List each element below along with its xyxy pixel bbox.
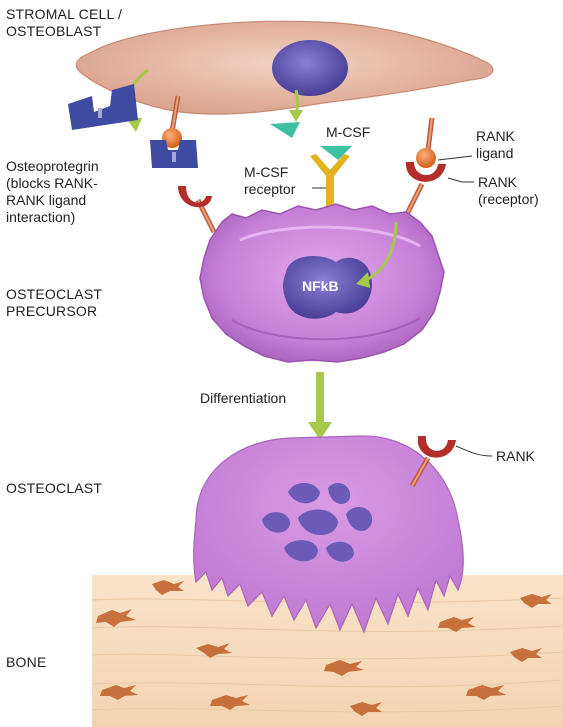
label-nfkb: NFkB: [302, 278, 339, 294]
label-mcsf-receptor: M-CSF receptor: [244, 164, 295, 198]
differentiation-arrow: [308, 372, 332, 440]
stromal-cell: [76, 21, 493, 114]
stromal-nucleus: [272, 40, 348, 96]
label-rank-receptor: RANK (receptor): [478, 174, 539, 208]
label-osteoprotegrin: Osteoprotegrin (blocks RANK- RANK ligand…: [6, 158, 99, 226]
label-stromal-cell: STROMAL CELL / OSTEOBLAST: [6, 6, 122, 40]
label-bone: BONE: [6, 654, 46, 671]
label-rank: RANK: [496, 448, 535, 465]
rank-receptor-left: [178, 186, 214, 232]
mcsf-release-arrowhead: [289, 110, 303, 122]
label-osteoclast-precursor: OSTEOCLAST PRECURSOR: [6, 286, 102, 320]
osteoprotegrin-free: [68, 84, 138, 130]
rank-receptor-right: [404, 162, 446, 220]
label-differentiation: Differentiation: [200, 390, 286, 407]
mcsf-molecule-free: [270, 122, 300, 138]
rank-ligand-right: [416, 118, 436, 168]
label-rank-ligand: RANK ligand: [476, 128, 515, 162]
mcsf-receptor: [310, 154, 350, 210]
label-osteoclast: OSTEOCLAST: [6, 480, 102, 497]
label-mcsf: M-CSF: [326, 124, 370, 141]
